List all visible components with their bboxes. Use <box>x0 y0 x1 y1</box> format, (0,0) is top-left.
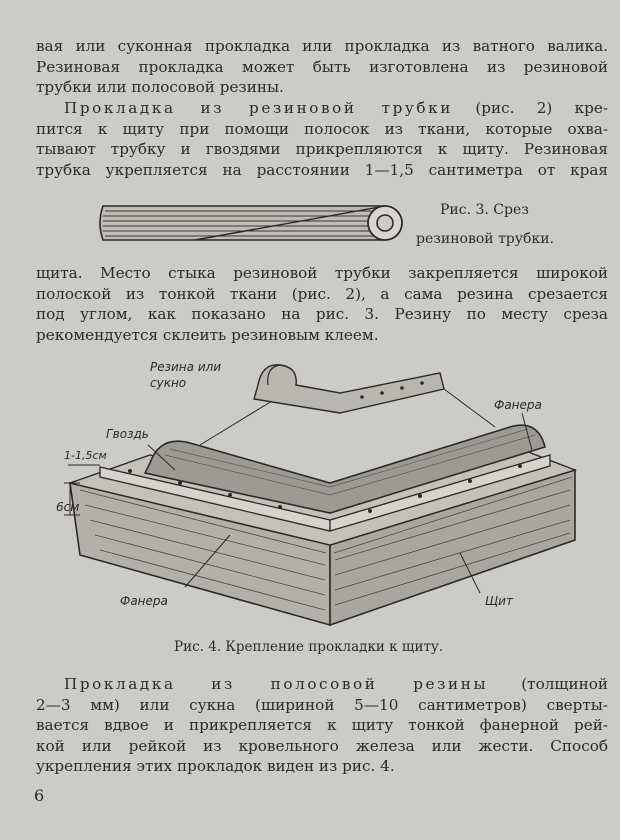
text-line: вая или суконная прокладка или прокладка… <box>36 37 608 55</box>
text-line: пится к щиту при помощи полосок из ткани… <box>36 119 608 138</box>
figure-3-caption-line1: Рис. 3. Срез <box>440 202 529 218</box>
text-line: Прокладка из полосовой резины (толщиной <box>36 674 608 695</box>
figure-3-caption-line2: резиновой трубки. <box>416 231 554 247</box>
text-fragment: (толщиной <box>488 675 609 693</box>
spaced-heading: Прокладка из полосовой резины <box>64 675 489 693</box>
figure-3-rubber-tube <box>99 205 403 241</box>
text-line: щита. Место стыка резиновой трубки закре… <box>36 264 608 282</box>
text-line: вается вдвое и прикрепляется к щиту тонк… <box>36 716 608 735</box>
label-rubber-or-cloth-2: сукно <box>150 376 187 390</box>
text-line: полоской из тонкой ткани (рис. 2), а сам… <box>36 284 608 303</box>
label-shield: Щит <box>485 594 513 608</box>
text-line: под углом, как показано на рис. 3. Резин… <box>36 305 608 324</box>
page-number: 6 <box>34 786 45 805</box>
paragraph-4: Прокладка из полосовой резины (толщиной … <box>36 674 608 777</box>
text-line: Прокладка из резиновой трубки (рис. 2) к… <box>36 98 608 119</box>
text-line: трубка укрепляется на расстоянии 1—1,5 с… <box>36 160 608 179</box>
label-plywood-right: Фанера <box>494 398 542 412</box>
label-nail: Гвоздь <box>106 427 149 441</box>
label-gap: 1-1,5см <box>64 449 107 462</box>
text-line: тывают трубку и гвоздями прикрепляются к… <box>36 140 608 159</box>
label-height: 6см <box>56 500 80 514</box>
figure-4-caption: Рис. 4. Крепление прокладки к щиту. <box>174 639 444 655</box>
text-line: рекомендуется склеить резиновым клеем. <box>36 325 379 344</box>
paragraph-1: вая или суконная прокладка или прокладка… <box>36 36 608 98</box>
text-line: укрепления этих прокладок виден из рис. … <box>36 757 395 776</box>
text-line: трубки или полосовой резины. <box>36 78 284 97</box>
label-plywood-left: Фанера <box>120 594 168 608</box>
text-fragment: (рис. 2) кре- <box>453 99 608 117</box>
spaced-heading: Прокладка из резиновой трубки <box>64 99 453 117</box>
text-line: 2—3 мм) или сукна (шириной 5—10 сантимет… <box>36 695 608 714</box>
paragraph-2: Прокладка из резиновой трубки (рис. 2) к… <box>36 98 608 180</box>
figure-4-gasket-attachment <box>64 364 578 627</box>
text-line: кой или рейкой из кровельного железа или… <box>36 736 608 755</box>
label-rubber-or-cloth-1: Резина или <box>150 360 222 374</box>
paragraph-3: щита. Место стыка резиновой трубки закре… <box>36 263 608 345</box>
text-line: Резиновая прокладка может быть изготовле… <box>36 57 608 76</box>
